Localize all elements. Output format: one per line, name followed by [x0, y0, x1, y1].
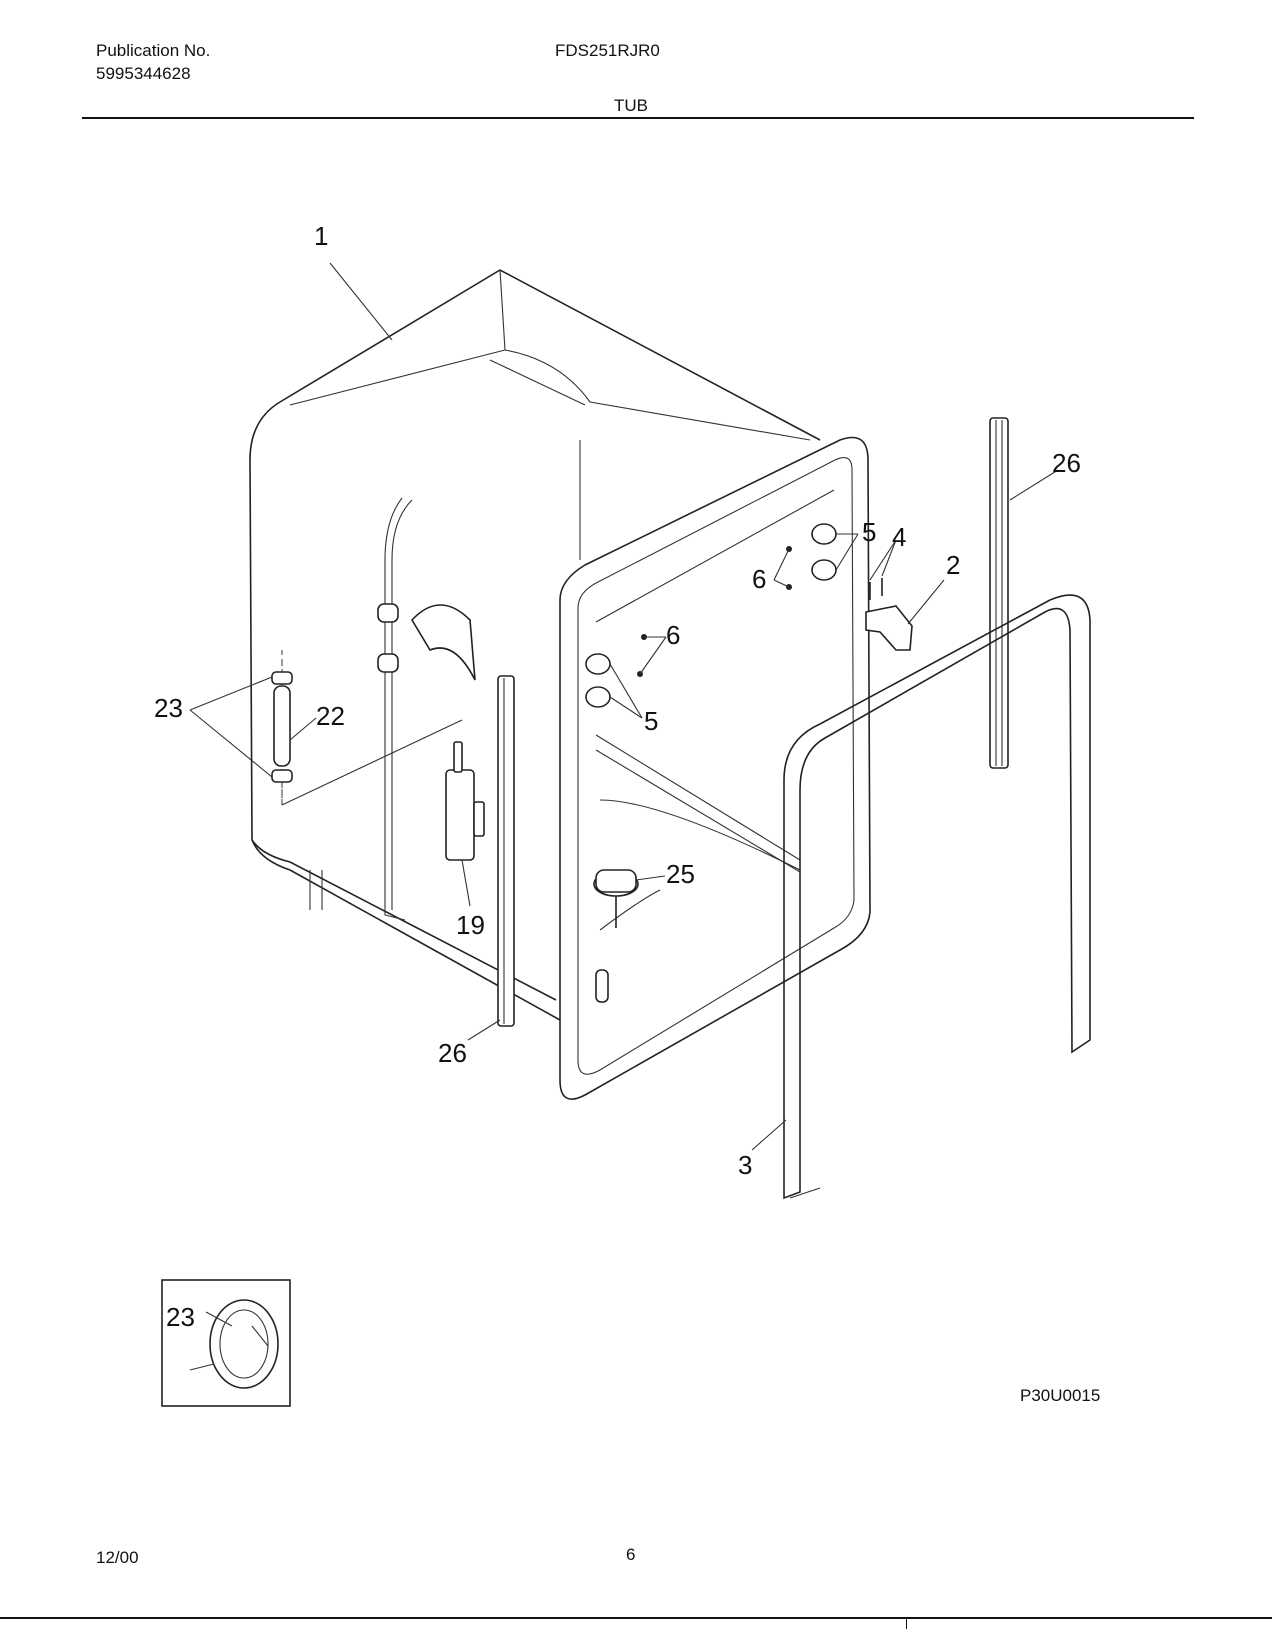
callout-22: 22 — [316, 701, 345, 731]
publication-number: 5995344628 — [96, 64, 191, 83]
footer-date: 12/00 — [96, 1548, 139, 1567]
page-number: 6 — [626, 1545, 636, 1564]
callout-2: 2 — [946, 550, 960, 580]
leader-lines — [189, 262, 1059, 1151]
figure-code: P30U0015 — [1020, 1386, 1101, 1405]
tub-body — [249, 269, 871, 1100]
bracket-and-screws — [865, 578, 913, 651]
gasket-left — [497, 675, 515, 1027]
header-rule — [82, 117, 1194, 119]
inset-label-23: 23 — [166, 1302, 195, 1332]
gasket-right — [989, 417, 1009, 769]
callout-6-left: 6 — [666, 620, 680, 650]
footer-tick — [906, 1617, 907, 1629]
callout-25: 25 — [666, 859, 695, 889]
part-25 — [593, 869, 639, 1003]
inset-detail-23: 23 — [161, 1279, 291, 1407]
door-seal-3 — [783, 594, 1091, 1200]
hose-with-clamps — [271, 660, 293, 805]
bushings-left — [585, 634, 647, 708]
bushings-right — [786, 523, 837, 590]
callout-5-left: 5 — [644, 706, 658, 736]
part-19 — [445, 741, 485, 861]
section-title: TUB — [614, 96, 648, 115]
callout-6-right: 6 — [752, 564, 766, 594]
callout-19: 19 — [456, 910, 485, 940]
callout-4: 4 — [892, 522, 906, 552]
callout-5-right: 5 — [862, 517, 876, 547]
callout-26-left: 26 — [438, 1038, 467, 1068]
callout-1: 1 — [314, 221, 328, 251]
model-number: FDS251RJR0 — [555, 41, 660, 60]
callout-23: 23 — [154, 693, 183, 723]
callout-3: 3 — [738, 1150, 752, 1180]
publication-label: Publication No. — [96, 41, 211, 60]
callout-26-right: 26 — [1052, 448, 1081, 478]
footer-rule — [0, 1617, 1272, 1619]
